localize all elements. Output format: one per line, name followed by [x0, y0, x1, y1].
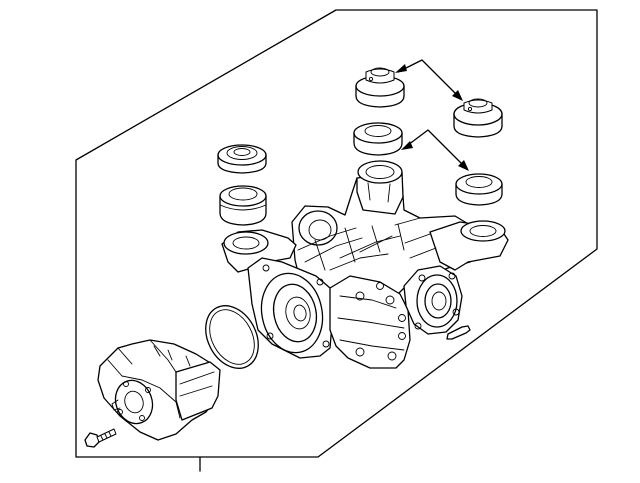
assembly-frame — [75, 9, 598, 458]
callout-arrows-mid — [401, 129, 469, 171]
mount-bushing-top-right — [453, 98, 503, 138]
cover-bolt — [84, 428, 117, 448]
mount-bushing-upper-left — [217, 144, 267, 174]
cover-o-ring-seal — [205, 305, 259, 369]
differential-cover — [97, 339, 221, 441]
differential-housing — [221, 160, 509, 369]
mount-bushing-mid-center — [353, 122, 403, 156]
mount-bushing-mid-right — [455, 173, 503, 206]
mount-bushing-lower-left — [219, 185, 267, 226]
breather-tube — [446, 325, 471, 340]
mount-bushing-top-center — [355, 67, 405, 108]
callout-arrows-top — [395, 59, 463, 101]
